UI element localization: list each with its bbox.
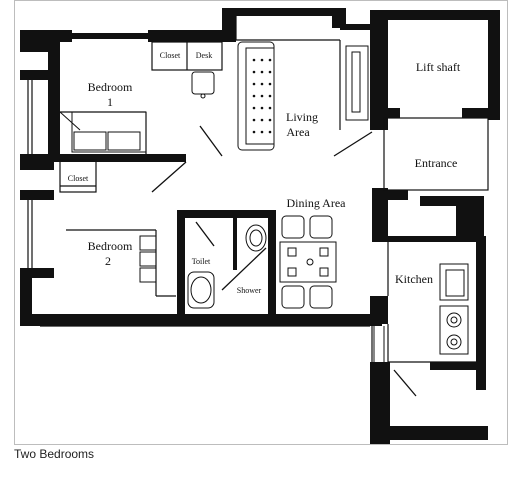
bed-1 (59, 111, 147, 153)
living-area-label-1: Living (286, 110, 318, 124)
dining-area-label: Dining Area (287, 196, 347, 210)
bedroom-2-label: Bedroom (88, 239, 133, 253)
toilet-label: Toilet (192, 257, 211, 266)
desk-label: Desk (196, 51, 212, 60)
closet-top-label: Closet (160, 51, 181, 60)
doors (151, 125, 417, 397)
floorplan-drawing: Bedroom 1 Closet Desk Living Area Lift s… (20, 8, 500, 444)
floorplan-frame (14, 0, 508, 445)
figure-caption: Two Bedrooms (14, 447, 95, 461)
walls (20, 8, 500, 444)
shower-label: Shower (237, 286, 262, 295)
desk-chair (191, 71, 215, 99)
sofa (237, 41, 275, 151)
bedroom-2-number: 2 (105, 254, 111, 268)
entrance-label: Entrance (415, 156, 458, 170)
bed-2 (139, 235, 157, 283)
room-labels: Bedroom 1 Closet Desk Living Area Lift s… (68, 51, 461, 295)
bedroom-1-label: Bedroom (88, 80, 133, 94)
kitchen-fixtures (439, 263, 469, 355)
closet-left-label: Closet (68, 174, 89, 183)
tv-cabinet (345, 45, 369, 121)
living-area-label-2: Area (286, 125, 310, 139)
windows (60, 10, 385, 362)
dining-set (279, 215, 337, 309)
bathroom-fixtures (187, 224, 267, 309)
bedroom-1-number: 1 (107, 95, 113, 109)
lift-shaft-label: Lift shaft (416, 60, 461, 74)
kitchen-label: Kitchen (395, 272, 433, 286)
